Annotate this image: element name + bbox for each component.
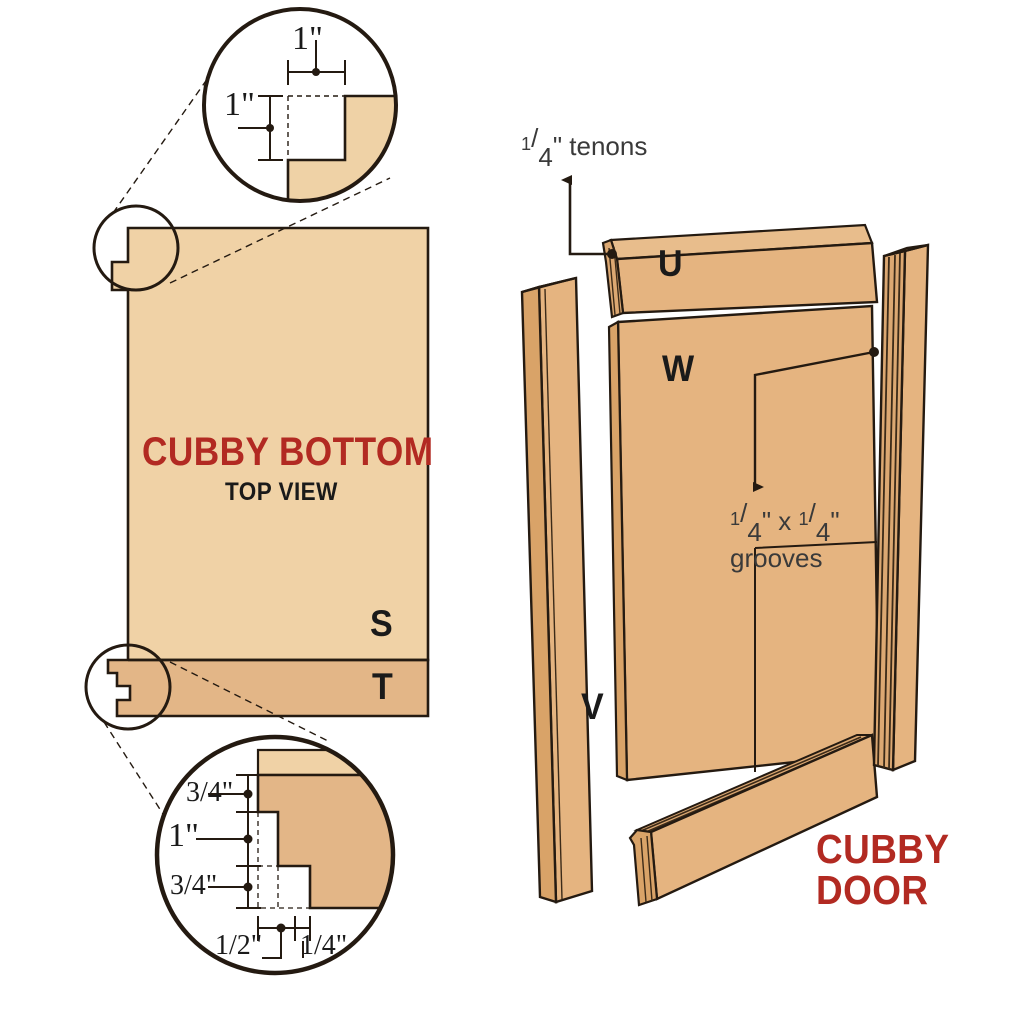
detail-bottom-dot-1 — [243, 789, 253, 799]
detail-bubble-top-ring — [202, 7, 398, 203]
grooves-leader-dot — [869, 347, 879, 357]
detail-bottom-dot-2 — [243, 834, 253, 844]
door-stile-right-top — [883, 243, 929, 258]
detail-top-dim-h-dot — [266, 124, 274, 132]
door-rail-u — [601, 223, 879, 319]
grooves-leader-line — [753, 350, 875, 492]
tenons-leader-dot — [607, 249, 617, 259]
detail-leader-top-a — [112, 67, 216, 214]
detail-marker-circle-top — [92, 204, 180, 292]
tenons-leader-line — [561, 175, 612, 256]
door-rail-bottom-tenon-line-1 — [640, 837, 647, 903]
detail-top-wood-solid — [286, 94, 396, 201]
detail-bubble-bottom — [154, 734, 396, 976]
door-stile-v-top — [521, 276, 577, 294]
door-stile-right-groove-3 — [888, 252, 901, 770]
detail-bottom-dashed — [257, 812, 310, 909]
detail-bottom-dim-h-leader-a — [262, 928, 282, 959]
detail-bubble-bottom-ring — [154, 734, 396, 976]
door-rail-bottom-groove-1 — [640, 736, 862, 832]
detail-marker-circle-bottom — [84, 643, 172, 731]
door-stile-v-groove-line — [544, 288, 563, 900]
detail-bubble-top — [202, 7, 398, 203]
detail-leader-top-b — [169, 177, 391, 284]
door-stile-right-groove-1 — [877, 256, 890, 767]
door-rail-u-tenon-line-2 — [613, 246, 621, 315]
door-rail-bottom — [628, 733, 879, 907]
detail-bottom-wood-profile — [256, 773, 393, 910]
door-panel-w — [607, 304, 881, 782]
detail-bottom-dot-3 — [243, 882, 253, 892]
cubby-bottom-assembly — [84, 67, 430, 829]
door-stile-right-groove-2 — [883, 254, 896, 769]
door-stile-v — [520, 276, 594, 904]
detail-leader-bottom-a — [103, 721, 173, 829]
cubby-door-assembly — [520, 175, 930, 907]
cubby-bottom-board-s — [110, 226, 430, 662]
door-panel-w-edge — [607, 320, 629, 782]
door-rail-u-tenon-line-1 — [608, 247, 616, 316]
detail-top-notch-dashed — [287, 95, 345, 160]
door-stile-right — [872, 243, 930, 772]
door-panel-w-inner-line — [754, 541, 878, 772]
detail-top-dim-w-dot — [312, 68, 320, 76]
cubby-bottom-strip-t — [106, 658, 430, 718]
detail-leader-bottom-b — [169, 661, 331, 743]
door-rail-bottom-tenon-line-2 — [646, 835, 653, 902]
